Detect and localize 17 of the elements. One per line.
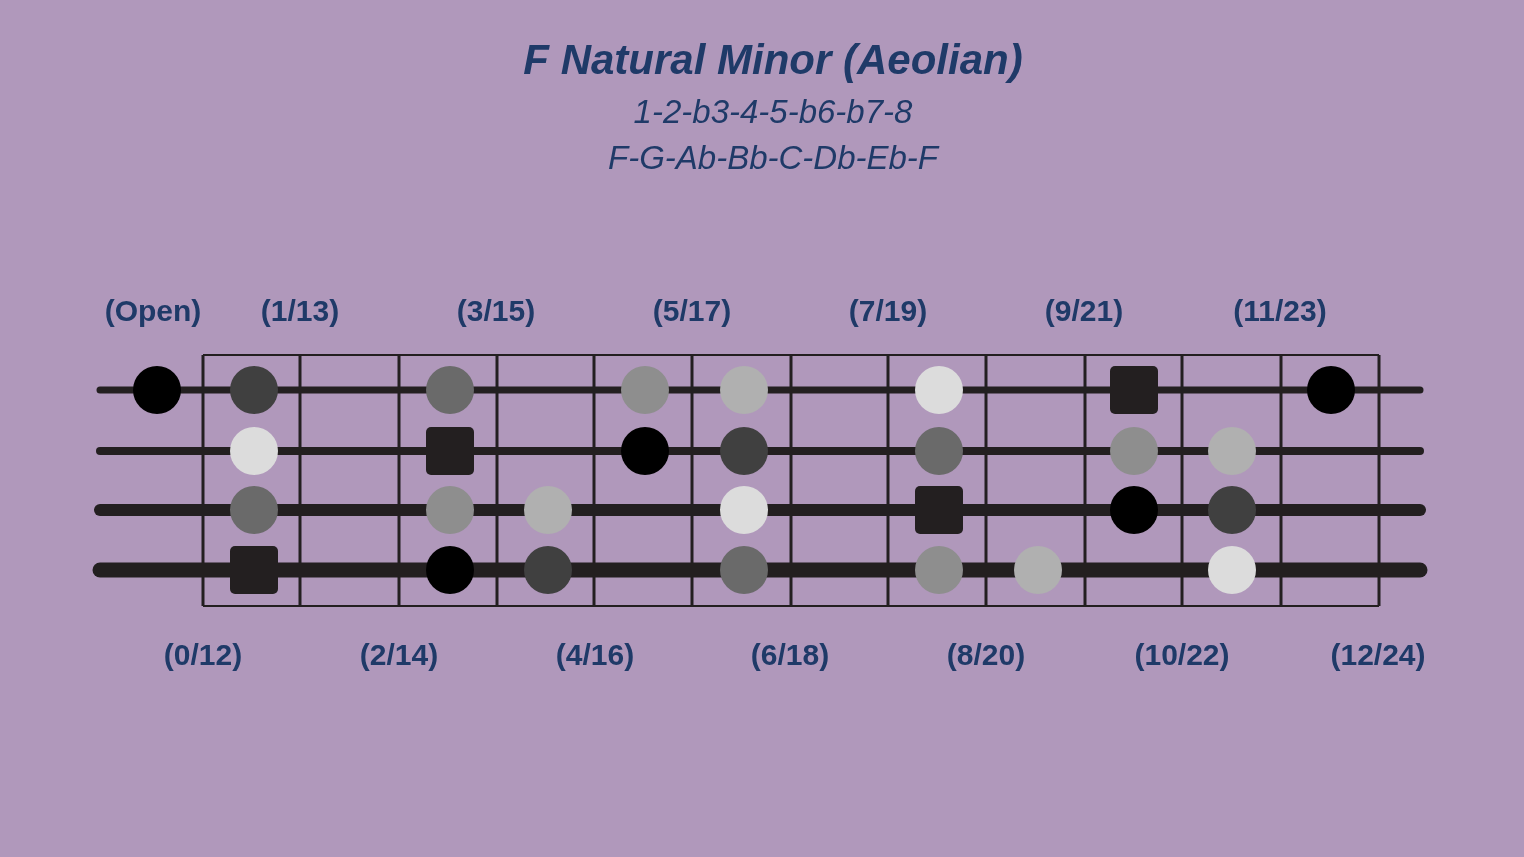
fret-number: (3/15): [456, 294, 536, 328]
note-names: F-G-Ab-Bb-C-Db-Eb-F: [608, 139, 938, 177]
fret-number: (5/17): [652, 294, 732, 328]
fret-number: (2/14): [359, 638, 439, 672]
fret-number: (9/21): [1044, 294, 1124, 328]
title: F Natural Minor (Aeolian): [523, 36, 1023, 84]
fret-number: (7/19): [848, 294, 928, 328]
fret-number: (4/16): [555, 638, 635, 672]
fret-number: (8/20): [946, 638, 1026, 672]
fret-number: (1/13): [260, 294, 340, 328]
fret-number: (11/23): [1233, 294, 1327, 328]
scale-formula: 1-2-b3-4-5-b6-b7-8: [633, 93, 913, 131]
fret-number: (10/22): [1134, 638, 1230, 672]
fret-number: (0/12): [163, 638, 243, 672]
fret-number: (Open): [104, 294, 202, 328]
fret-number: (6/18): [750, 638, 830, 672]
fret-number: (12/24): [1330, 638, 1426, 672]
